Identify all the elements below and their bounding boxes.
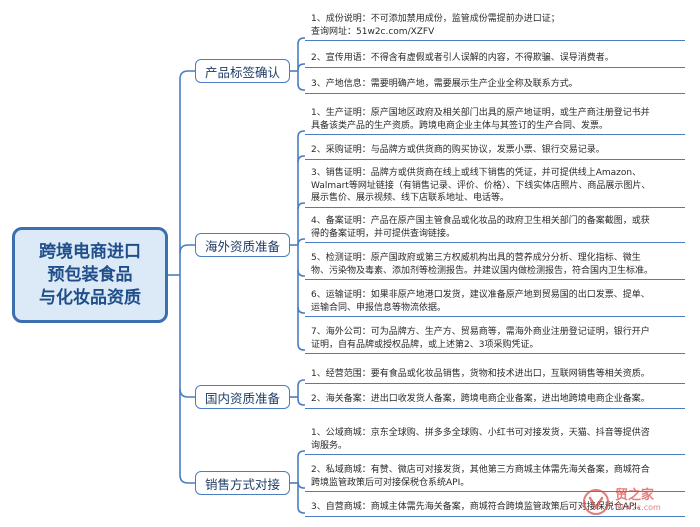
leaf-text: 2、海关备案：进出口收发货人备案，跨境电商企业备案，进出地跨境电商企业备案。 (311, 394, 650, 404)
leaf-connector (297, 379, 305, 387)
leaf-text: 6、运输证明：如果非原产地港口发货，建议准备原产地到贸易国的出口发票、提单、 (311, 290, 650, 300)
leaf-connector (297, 306, 305, 314)
leaf-connector (297, 130, 305, 138)
leaf-node: 1、成份说明：不可添加禁用成份，监管成份需提前办进口证； 查询网址：51w2c.… (305, 11, 685, 41)
branch-node-overseas: 海外资质准备 (195, 233, 290, 257)
leaf-text: 运输合同、申报信息等物流依据。 (311, 302, 447, 313)
leaf-text: 询服务。 (311, 440, 348, 451)
leaf-text: 2、私域商城：有赞、微店可对接发货，其他第三方商城主体需先海关备案，商城符合 (311, 465, 650, 475)
leaf-text: 得的备案证明，并可提供查询链接。 (311, 228, 456, 239)
leaf-node: 1、经营范围：要有食品或化妆品销售，货物和技术进出口，互联网销售等相关资质。 (305, 366, 685, 384)
leaf-node: 3、销售证明：品牌方或供货商在线上或线下销售的凭证，并可提供线上Amazon、 … (305, 165, 685, 208)
leaf-connector (297, 343, 305, 351)
root-line: 预包装食品 (47, 264, 133, 285)
leaf-text: 物、污染物及毒素、添加剂等检测报告。并建议国内做检测报告，符合国内卫生标准。 (311, 265, 654, 276)
leaf-connector (297, 37, 305, 45)
watermark: 贸之家 51w2c.com (582, 487, 694, 517)
watermark-site: 51w2c.com (615, 503, 661, 512)
leaf-text: 4、备案证明：产品在原产国主管食品或化妆品的政府卫生相关部门的备案截图，或获 (311, 216, 650, 226)
leaf-connector (297, 269, 305, 277)
branch-node-sales: 销售方式对接 (195, 471, 290, 495)
leaf-text: 1、公域商城：京东全球购、拼多多全球购、小红书可对接发货，天猫、抖音等提供咨 (311, 428, 650, 438)
leaf-connector (297, 155, 305, 163)
leaf-node: 7、海外公司：可为品牌方、生产方、贸易商等，需海外商业注册登记证明，银行开户 证… (305, 324, 685, 354)
leaf-text: 3、自营商城：商城主体需先海关备案，商城符合跨境监管政策后可对接保税仓API。 (311, 502, 646, 512)
leaf-text: 展示售价、展示视频、线下店联系地址、电话等。 (311, 193, 510, 203)
branch-connector (179, 70, 195, 80)
leaf-node: 2、海关备案：进出口收发货人备案，跨境电商企业备案，进出地跨境电商企业备案。 (305, 391, 685, 409)
branch-node-label-check: 产品标签确认 (195, 59, 290, 83)
root-line: 与化妆品资质 (39, 287, 141, 308)
leaf-node: 3、产地信息：需要明确产地，需要展示生产企业全称及联系方式。 (305, 76, 685, 94)
leaf-text: 1、生产证明：原产国地区政府及相关部门出具的原产地证明，或生产商注册登记书并 (311, 108, 650, 118)
leaf-text: 2、采购证明：与品牌方或供货商的购买协议，发票小票、银行交易记录。 (311, 145, 605, 155)
leaf-text: 查询网址：51w2c.com/XZFV (311, 26, 435, 37)
leaf-text: 7、海外公司：可为品牌方、生产方、贸易商等，需海外商业注册登记证明，银行开户 (311, 327, 650, 337)
leaf-connector (297, 63, 305, 71)
leaf-text: 证明，自有品牌或授权品牌，或上述第2、3项采购凭证。 (311, 339, 539, 350)
leaf-text: 2、宣传用语：不得含有虚假或者引人误解的内容，不得欺骗、误导消费者。 (311, 53, 614, 63)
leaf-node: 1、生产证明：原产国地区政府及相关部门出具的原产地证明，或生产商注册登记书并 具… (305, 105, 685, 135)
leaf-text: 具备该类产品的生产资质。跨境电商企业主体与其签订的生产合同、发票。 (311, 120, 609, 131)
branch-node-domestic: 国内资质准备 (195, 385, 290, 409)
leaf-text: 跨境监管政策后可对接保税仓系统API。 (311, 477, 470, 488)
leaf-text: 1、成份说明：不可添加禁用成份，监管成份需提前办进口证； (311, 14, 560, 24)
leaf-node: 6、运输证明：如果非原产地港口发货，建议准备原产地到贸易国的出口发票、提单、 运… (305, 287, 685, 317)
leaf-text: 1、经营范围：要有食品或化妆品销售，货物和技术进出口，互联网销售等相关资质。 (311, 369, 650, 379)
leaf-text: 5、检测证明：原产国政府或第三方权威机构出具的营养成分分析、理化指标、微生 (311, 253, 641, 263)
leaf-text: Walmart等网址链接（有销售记录、评价、价格）、下线实体店照片、商品展示图片… (311, 180, 651, 191)
branch-connector (179, 244, 195, 254)
leaf-node: 5、检测证明：原产国政府或第三方权威机构出具的营养成分分析、理化指标、微生 物、… (305, 250, 685, 280)
leaf-node: 3、自营商城：商城主体需先海关备案，商城符合跨境监管政策后可对接保税仓API。 (305, 499, 685, 517)
leaf-connector (297, 238, 305, 246)
leaf-node: 2、私域商城：有赞、微店可对接发货，其他第三方商城主体需先海关备案，商城符合 跨… (305, 462, 685, 492)
leaf-node: 1、公域商城：京东全球购、拼多多全球购、小红书可对接发货，天猫、抖音等提供咨 询… (305, 425, 685, 455)
leaf-connector (297, 398, 305, 406)
leaf-text: 3、销售证明：品牌方或供货商在线上或线下销售的凭证，并可提供线上Amazon、 (311, 168, 642, 178)
leaf-connector (297, 202, 305, 210)
root-node: 跨境电商进口 预包装食品 与化妆品资质 (12, 227, 168, 323)
leaf-node: 2、宣传用语：不得含有虚假或者引人误解的内容，不得欺骗、误导消费者。 (305, 50, 685, 68)
brand-logo-icon (583, 489, 609, 515)
watermark-brand: 贸之家 (615, 488, 655, 503)
leaf-node: 4、备案证明：产品在原产国主管食品或化妆品的政府卫生相关部门的备案截图，或获 得… (305, 213, 685, 243)
root-line: 跨境电商进口 (39, 241, 141, 262)
branch-connector (179, 474, 195, 484)
leaf-connector (297, 450, 305, 458)
leaf-node: 2、采购证明：与品牌方或供货商的购买协议，发票小票、银行交易记录。 (305, 142, 685, 160)
leaf-connector (297, 506, 305, 514)
leaf-connector (297, 481, 305, 489)
branch-connector (179, 388, 195, 398)
leaf-connector (297, 83, 305, 91)
leaf-text: 3、产地信息：需要明确产地，需要展示生产企业全称及联系方式。 (311, 79, 578, 89)
